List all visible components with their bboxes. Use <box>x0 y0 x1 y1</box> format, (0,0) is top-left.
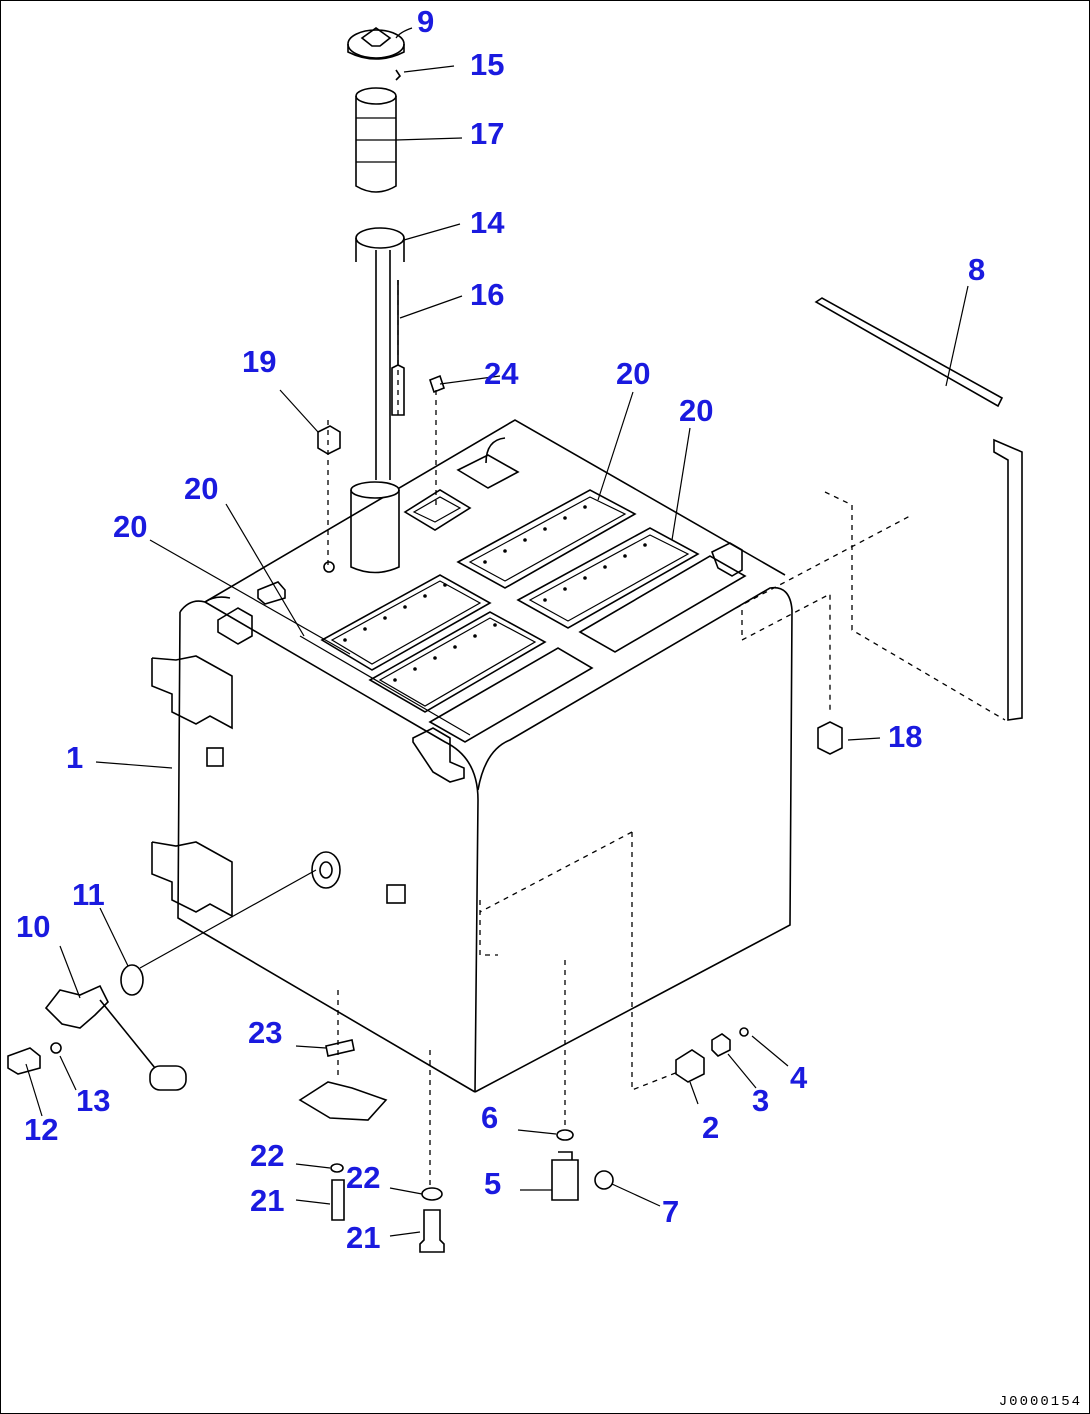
callout-20-d[interactable]: 20 <box>113 509 148 544</box>
callout-18[interactable]: 18 <box>888 719 923 754</box>
bolt-dot <box>473 634 477 638</box>
callout-11[interactable]: 11 <box>72 877 105 912</box>
bolt-dot <box>583 576 587 580</box>
callout-22-b[interactable]: 22 <box>346 1160 381 1195</box>
callout-23[interactable]: 23 <box>248 1015 283 1050</box>
bolt-dot <box>503 549 507 553</box>
callout-14[interactable]: 14 <box>470 205 505 240</box>
sender-mount-flange <box>311 851 341 889</box>
plate-bolts <box>343 505 647 682</box>
callout-15[interactable]: 15 <box>470 47 505 82</box>
filler-cap-assembly <box>317 27 445 573</box>
top-cover-plates <box>320 489 747 743</box>
bolt-dot <box>623 554 627 558</box>
callout-17[interactable]: 17 <box>470 116 505 151</box>
bolt-dot <box>393 678 397 682</box>
bolt-dot <box>433 656 437 660</box>
bolt-dot <box>643 543 647 547</box>
bolt-dot <box>543 598 547 602</box>
bolt-dot <box>543 527 547 531</box>
callout-10[interactable]: 10 <box>16 909 51 944</box>
bolt-dot <box>363 627 367 631</box>
bolt-dot <box>603 565 607 569</box>
cover-plate <box>456 489 637 589</box>
bolt-dot <box>483 560 487 564</box>
bolt-dot <box>383 616 387 620</box>
drawing-code: J0000154 <box>998 1394 1082 1410</box>
callout-20-c[interactable]: 20 <box>184 471 219 506</box>
bolt-dot <box>403 605 407 609</box>
callout-6[interactable]: 6 <box>481 1100 499 1135</box>
callout-20-a[interactable]: 20 <box>616 356 651 391</box>
callout-4[interactable]: 4 <box>790 1060 808 1095</box>
callout-12[interactable]: 12 <box>24 1112 59 1147</box>
callout-9[interactable]: 9 <box>417 4 435 39</box>
bolt-dot <box>493 623 497 627</box>
fuel-level-sender <box>7 964 187 1091</box>
plug-18 <box>817 721 843 755</box>
perforated-plate <box>428 647 594 743</box>
callout-24[interactable]: 24 <box>484 356 519 391</box>
bolt-dot <box>413 667 417 671</box>
callout-8[interactable]: 8 <box>968 252 986 287</box>
callout-3[interactable]: 3 <box>752 1083 770 1118</box>
hidden-lines <box>327 280 1006 1188</box>
filler-neck <box>350 437 520 574</box>
cover-plate <box>516 527 700 629</box>
callout-21-b[interactable]: 21 <box>346 1220 381 1255</box>
rubber-strip-8 <box>814 297 1023 721</box>
drain-valve <box>551 1027 749 1201</box>
perforated-plate <box>578 555 747 653</box>
callout-7[interactable]: 7 <box>662 1194 680 1229</box>
cover-plate <box>320 574 492 671</box>
callout-22-a[interactable]: 22 <box>250 1138 285 1173</box>
bolt-dot <box>443 583 447 587</box>
callout-20-b[interactable]: 20 <box>679 393 714 428</box>
callout-16[interactable]: 16 <box>470 277 505 312</box>
bolt-dot <box>583 505 587 509</box>
callout-13[interactable]: 13 <box>76 1083 111 1118</box>
callout-2[interactable]: 2 <box>702 1110 720 1145</box>
callout-5[interactable]: 5 <box>484 1166 502 1201</box>
callout-1[interactable]: 1 <box>66 740 84 775</box>
cover-plate <box>368 611 547 713</box>
bolt-dot <box>453 645 457 649</box>
bolt-dot <box>563 587 567 591</box>
mounting-brackets <box>151 542 743 918</box>
bolt-dot <box>343 638 347 642</box>
bolt-dot <box>563 516 567 520</box>
leader-lines <box>25 27 969 1237</box>
bolt-dot <box>523 538 527 542</box>
tank-body <box>177 419 793 1093</box>
bolt-dot <box>423 594 427 598</box>
callout-21-a[interactable]: 21 <box>250 1183 285 1218</box>
callout-19[interactable]: 19 <box>242 344 277 379</box>
